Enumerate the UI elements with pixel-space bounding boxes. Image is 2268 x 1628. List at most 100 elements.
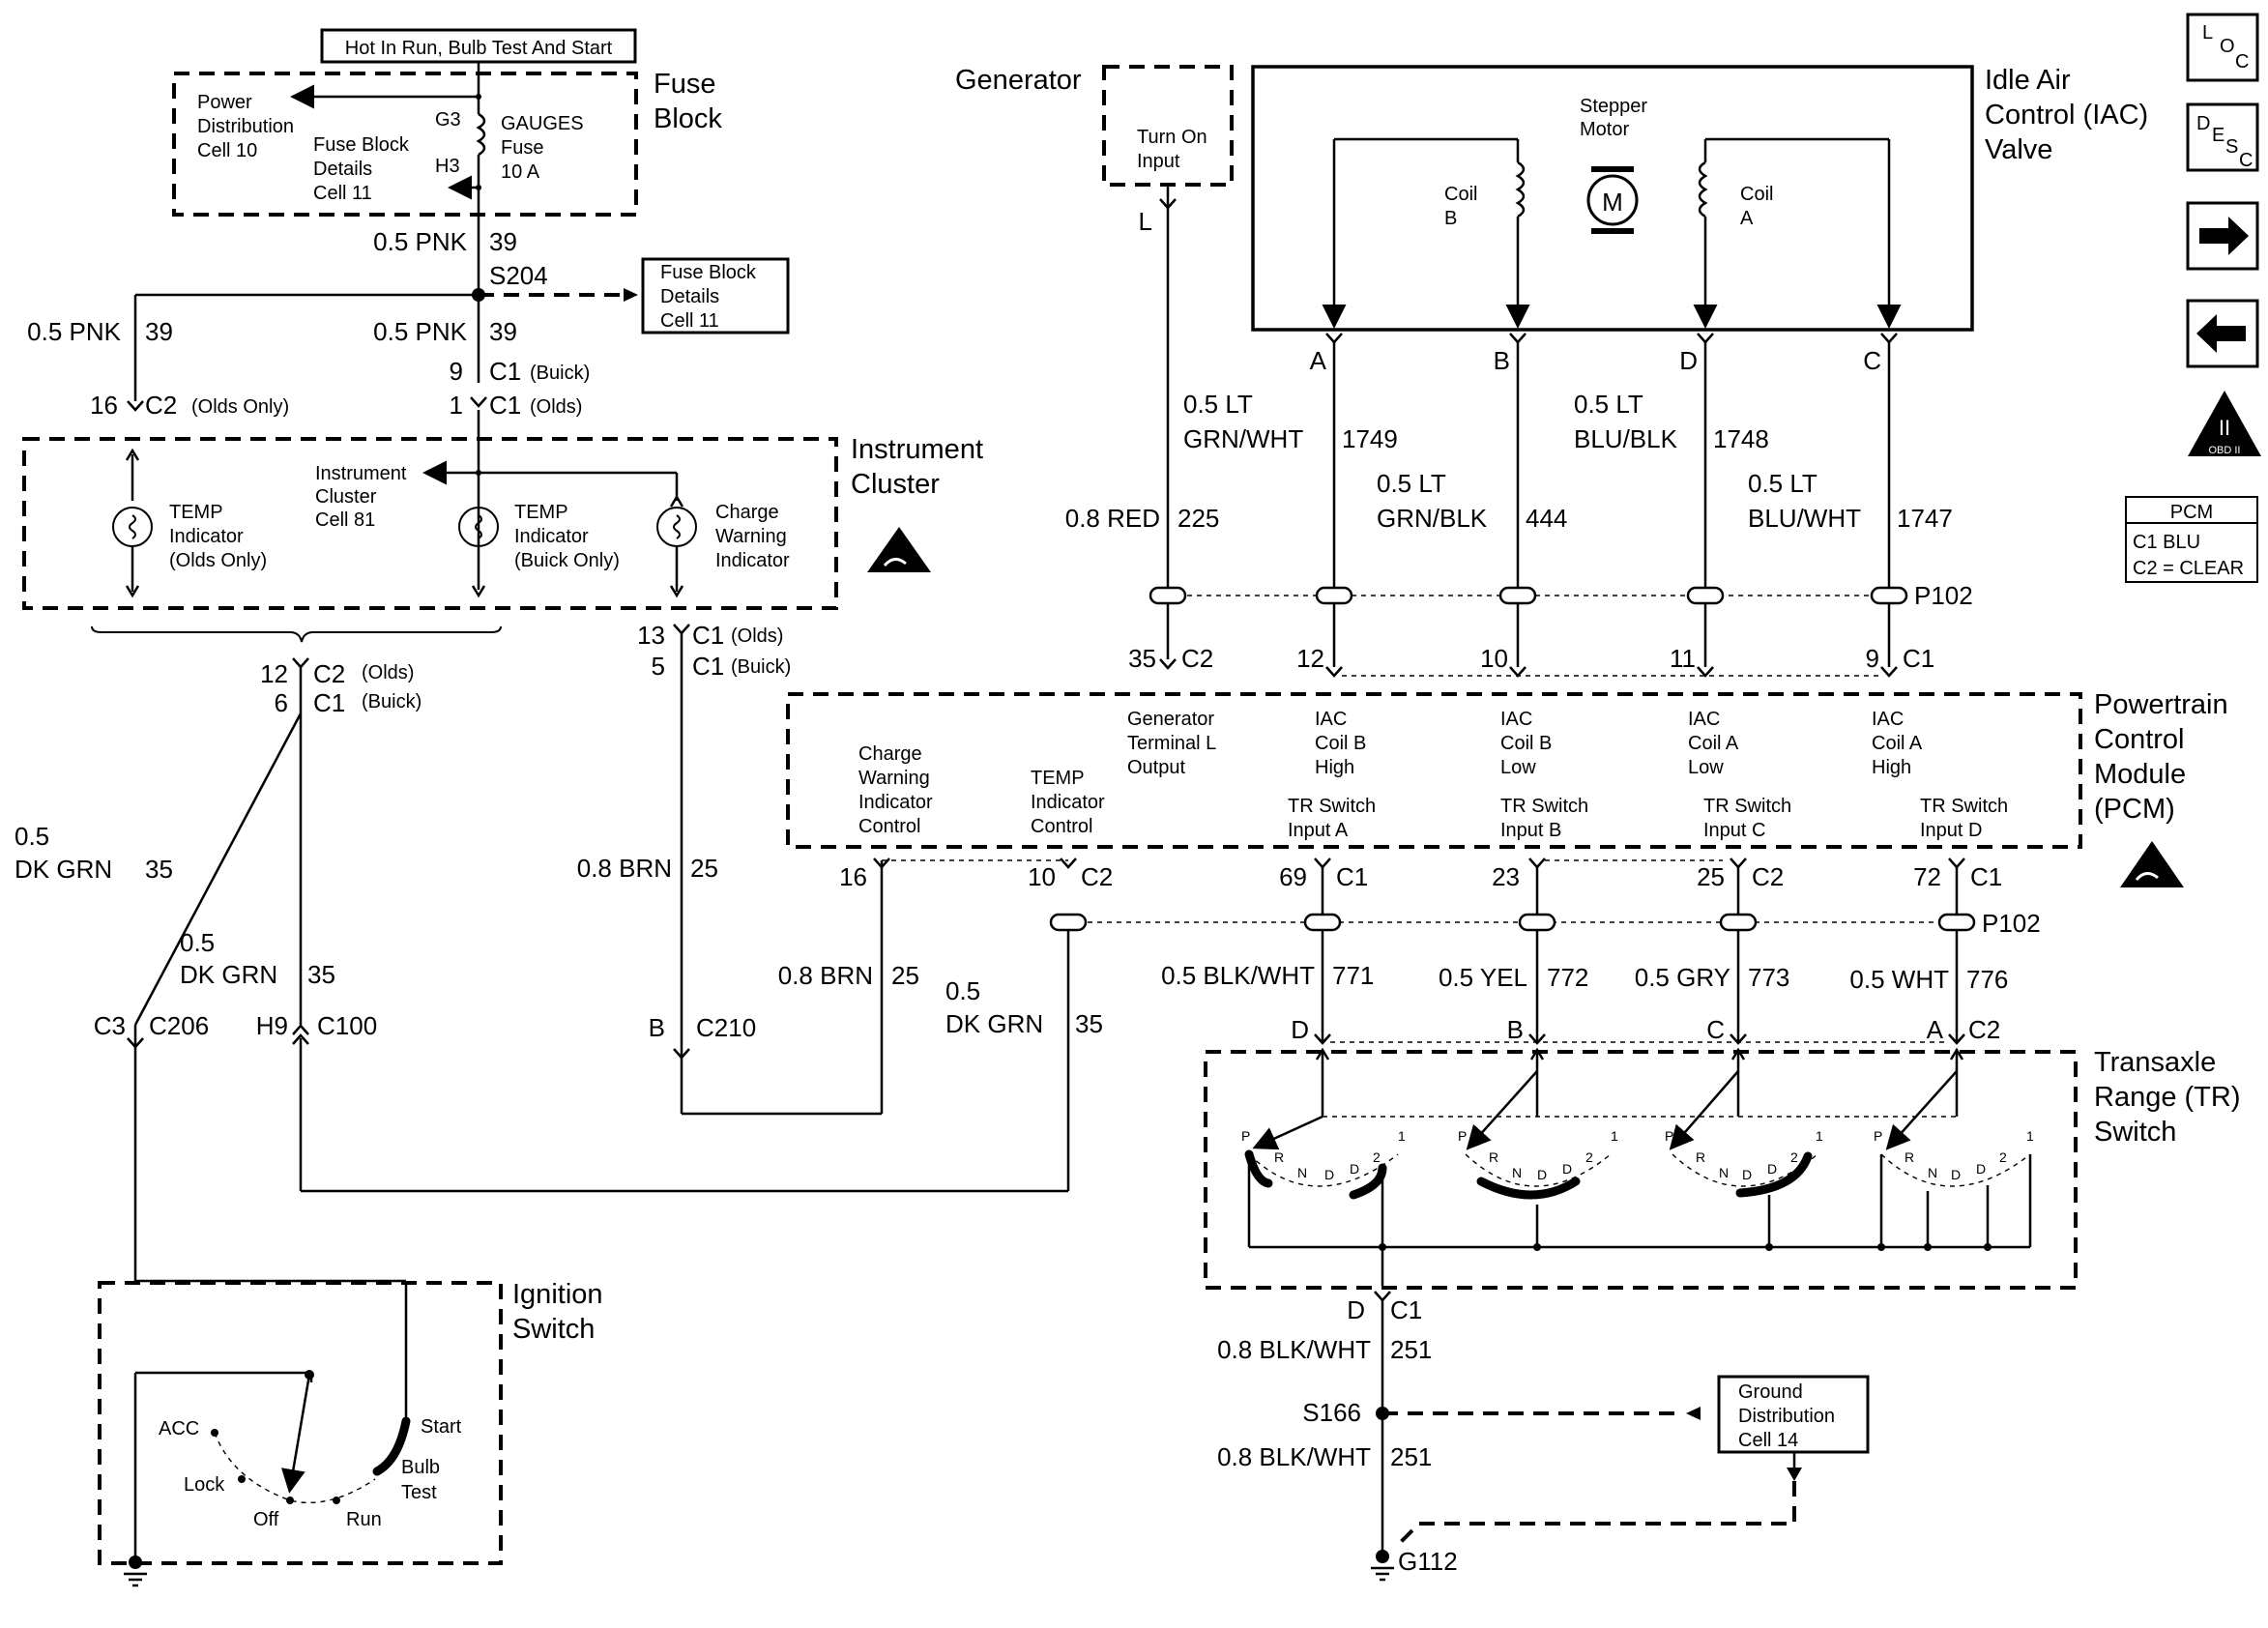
pb-p72: 72 (1913, 862, 1941, 891)
desc-button[interactable]: D E S C (2186, 102, 2259, 172)
fb-details-1: Fuse Block (313, 134, 410, 156)
pb-p102: P102 (1982, 909, 2041, 938)
pcm-iac2-1: IAC (1500, 709, 1532, 730)
lw-w2-c: 35 (307, 960, 335, 989)
temp-buick-3: (Buick Only) (514, 550, 620, 571)
svg-text:D: D (1951, 1167, 1961, 1182)
svg-text:2: 2 (1373, 1149, 1381, 1165)
lw-c3: C3 (94, 1011, 126, 1040)
h3-label: H3 (435, 156, 460, 177)
pt-p12: 12 (1296, 644, 1324, 673)
lw-h9: H9 (256, 1011, 288, 1040)
lw-w3-c: 25 (690, 854, 718, 883)
gen-input-2: Input (1137, 151, 1180, 172)
svg-text:E: E (2212, 125, 2224, 146)
svg-text:N: N (1297, 1165, 1307, 1180)
svg-text:N: N (1512, 1165, 1522, 1180)
pcm-tr1-1: TR Switch (1288, 796, 1376, 817)
pt-c2: C2 (1181, 644, 1213, 673)
pcm-charge-2: Warning (858, 768, 930, 789)
loc-button[interactable]: L O C (2186, 13, 2259, 82)
forward-arrow-button[interactable] (2186, 201, 2259, 271)
cb-p6: 6 (275, 688, 288, 717)
pt-p35: 35 (1128, 644, 1156, 673)
pcm-tr4-2: Input D (1920, 820, 1982, 841)
gnd-box-3: Cell 14 (1738, 1430, 1798, 1451)
iw-bw-a: 0.5 LT (1748, 469, 1817, 498)
svg-text:P: P (1458, 1128, 1467, 1144)
pcm-charge-3: Indicator (858, 792, 933, 813)
coil-b-2: B (1444, 208, 1457, 229)
temp-olds-1: TEMP (169, 502, 223, 523)
s204-circ-right: 39 (489, 317, 517, 346)
s204-circ-top: 39 (489, 227, 517, 256)
svg-text:1: 1 (1398, 1128, 1406, 1144)
pcm-tr3-1: TR Switch (1703, 796, 1791, 817)
pcm-title-1: Powertrain (2094, 689, 2228, 720)
svg-text:O: O (2220, 36, 2235, 57)
svg-text:R: R (1274, 1149, 1284, 1165)
pb-p23: 23 (1492, 862, 1520, 891)
lw-c206: C206 (149, 1011, 209, 1040)
back-arrow-button[interactable] (2186, 299, 2259, 368)
s204-wire-top: 0.5 PNK (373, 227, 467, 256)
gen-input-1: Turn On (1137, 127, 1207, 148)
lw-w5-c: 35 (1075, 1009, 1103, 1038)
gen-title: Generator (955, 65, 1082, 96)
cb-oldsa: (Olds) (731, 625, 783, 647)
pcm-tr4-1: TR Switch (1920, 796, 2008, 817)
svg-text:D: D (1742, 1167, 1752, 1182)
pb-c2: C2 (1081, 862, 1113, 891)
cb-p5: 5 (652, 652, 665, 681)
obd-ii-icon: II OBD II (2188, 391, 2261, 456)
fuse-block-title-2: Block (654, 103, 722, 134)
svg-text:L: L (2202, 22, 2213, 44)
coil-a-icon (1698, 160, 1708, 218)
lw-w4-b: 0.8 BRN (778, 961, 873, 990)
charge-3: Indicator (715, 550, 790, 571)
svg-text:OBD II: OBD II (2208, 445, 2240, 456)
power-dist-2: Distribution (197, 116, 294, 137)
svg-text:R: R (1905, 1149, 1914, 1165)
fuse-name-2: Fuse (501, 137, 543, 159)
pcm-gen-3: Output (1127, 757, 1185, 778)
pb-p16: 16 (839, 862, 867, 891)
trw-w4: 0.5 WHT (1849, 965, 1949, 994)
gnd-arrow-icon (1686, 1407, 1701, 1420)
svg-text:C: C (2235, 51, 2249, 73)
tr-switch-box (1204, 1050, 2078, 1290)
iac-pin-d: D (1679, 346, 1698, 375)
left-note: (Olds Only) (191, 396, 289, 418)
pcm-temp-3: Control (1031, 816, 1092, 837)
svg-text:PCM: PCM (2170, 502, 2213, 523)
stepper-1: Stepper (1580, 96, 1647, 117)
s204-name: S204 (489, 261, 548, 290)
esd-warning-icon (867, 527, 931, 572)
cb-c1a: C1 (692, 621, 724, 650)
svg-text:D: D (2196, 113, 2210, 134)
coil-b-1: Coil (1444, 184, 1477, 205)
pcm-iac4-2: Coil A (1872, 733, 1923, 754)
iw-red: 0.8 RED (1065, 504, 1160, 533)
gnd-w1: 0.8 BLK/WHT (1217, 1335, 1371, 1364)
tr-title-1: Transaxle (2094, 1047, 2216, 1078)
tr-title-3: Switch (2094, 1117, 2176, 1148)
s204-wire-left: 0.5 PNK (27, 317, 121, 346)
svg-text:II: II (2219, 416, 2230, 440)
coil-a-2: A (1740, 208, 1754, 229)
cb-p12: 12 (260, 659, 288, 688)
cluster-title-2: Cluster (851, 469, 940, 500)
pcm-iac3-3: Low (1688, 757, 1724, 778)
svg-text:P: P (1874, 1128, 1882, 1144)
svg-text:P: P (1241, 1128, 1250, 1144)
arrow-right-icon (2199, 217, 2249, 255)
svg-text:D: D (1562, 1161, 1572, 1177)
pcm-iac2-2: Coil B (1500, 733, 1552, 754)
pt-p11: 11 (1670, 644, 1696, 673)
motor-icon: M (1586, 166, 1639, 234)
fuse-block-box (172, 72, 638, 217)
pb-p69: 69 (1279, 862, 1307, 891)
pcm-title-2: Control (2094, 724, 2185, 755)
coil-b-icon (1515, 160, 1526, 218)
